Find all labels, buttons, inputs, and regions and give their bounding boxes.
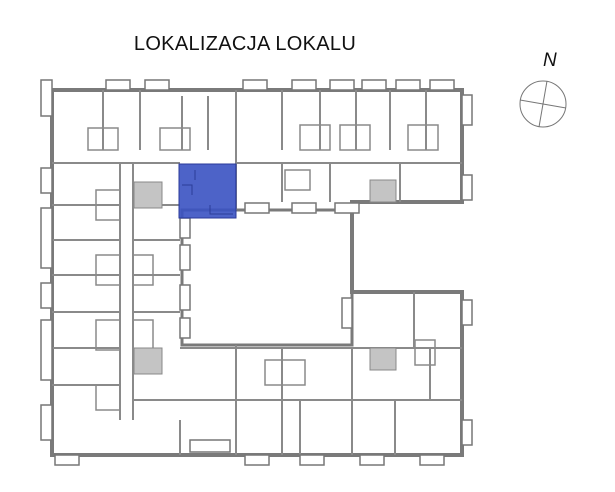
interior-walls <box>52 90 462 455</box>
bathroom-modules <box>87 124 439 411</box>
staircases <box>133 179 397 375</box>
highlighted-unit[interactable] <box>178 163 237 219</box>
plan-title: LOKALIZACJA LOKALU <box>133 33 357 55</box>
north-label: N <box>543 50 557 71</box>
compass-icon <box>519 80 567 128</box>
balconies <box>40 79 473 466</box>
